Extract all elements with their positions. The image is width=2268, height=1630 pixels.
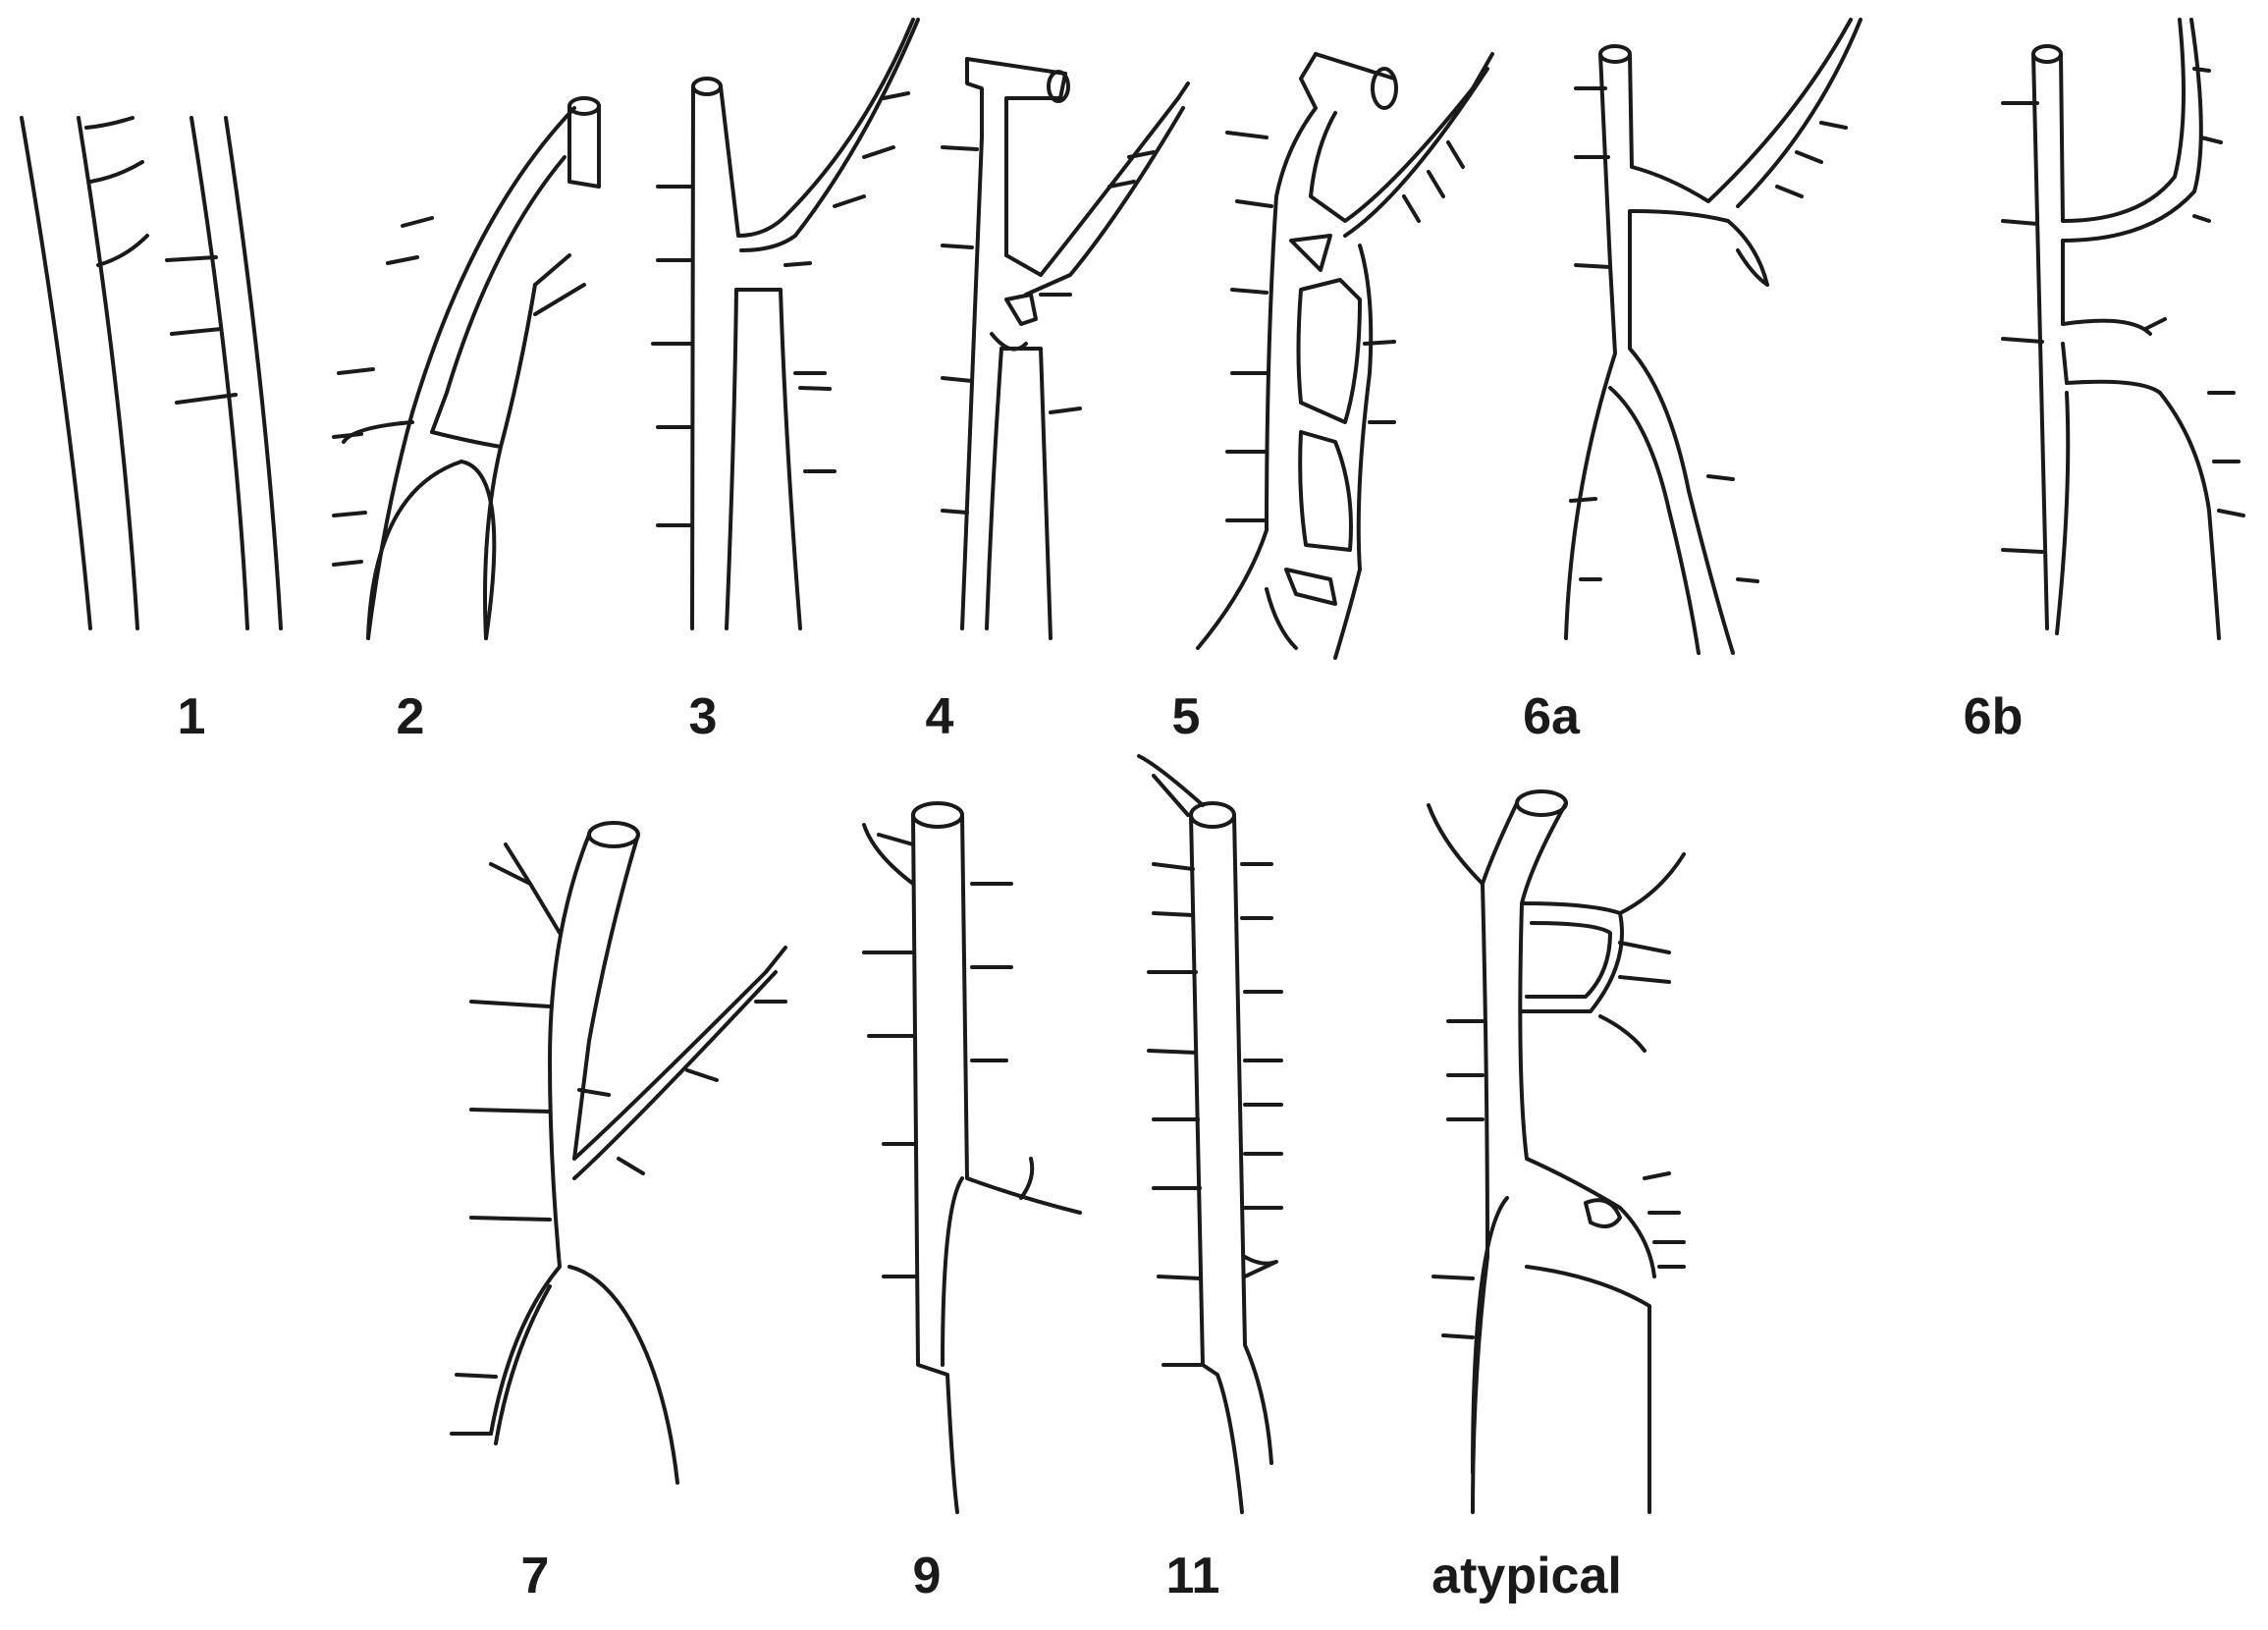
- label-type-atypical: atypical: [1431, 1548, 1622, 1604]
- type-6b-drawing: [2001, 18, 2245, 640]
- label-type-5: 5: [1171, 688, 1201, 745]
- type-11-drawing: [1137, 754, 1283, 1514]
- label-type-6b: 6b: [1963, 688, 2024, 745]
- type-9-drawing: [862, 801, 1082, 1514]
- label-type-1: 1: [177, 688, 206, 745]
- type-2-drawing: [332, 96, 601, 640]
- type-atypical-drawing: [1427, 789, 1686, 1514]
- type-3-drawing: [651, 18, 920, 630]
- label-type-9: 9: [912, 1548, 942, 1604]
- label-type-2: 2: [396, 688, 425, 745]
- type-5-drawing: [1196, 52, 1494, 660]
- type-1-drawing: [20, 116, 283, 630]
- label-type-6a: 6a: [1523, 688, 1580, 745]
- label-type-11: 11: [1165, 1548, 1220, 1604]
- label-type-4: 4: [925, 688, 954, 745]
- label-type-7: 7: [520, 1548, 550, 1604]
- type-7-drawing: [450, 821, 787, 1485]
- type-4-drawing: [941, 57, 1190, 640]
- type-6a-drawing: [1564, 18, 1863, 655]
- label-type-3: 3: [688, 688, 718, 745]
